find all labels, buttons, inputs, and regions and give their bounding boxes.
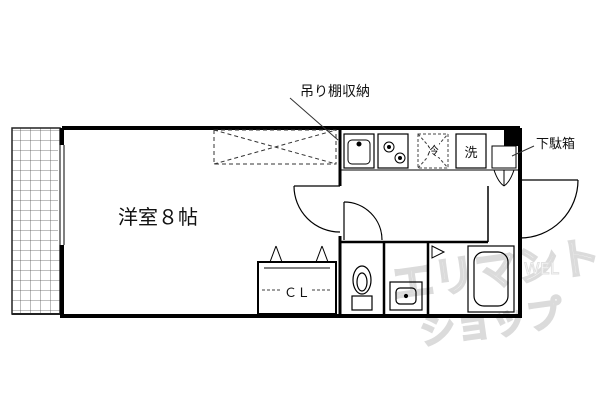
shelf-leader-line xyxy=(289,97,339,141)
balcony-window xyxy=(58,145,66,245)
toilet xyxy=(351,265,373,311)
closet xyxy=(257,245,337,315)
washer-space xyxy=(455,133,487,169)
balcony xyxy=(11,127,61,315)
storage-shelf-label: 吊り棚収納 xyxy=(300,84,370,100)
kitchen-sink xyxy=(343,133,375,169)
toilet-door xyxy=(343,201,383,241)
fridge-label: 冷 xyxy=(427,144,439,158)
hanging-shelf xyxy=(213,129,337,165)
shoe-box-label: 下駄箱 xyxy=(536,136,575,152)
pillar xyxy=(504,126,520,146)
stove xyxy=(377,133,409,169)
interior-walls xyxy=(338,128,520,316)
bath-door xyxy=(431,245,446,259)
room-door xyxy=(293,185,341,233)
closet-label: ＣＬ xyxy=(284,286,310,301)
watermark-brand-mark: WEL xyxy=(524,259,559,278)
washbasin xyxy=(389,281,423,311)
room-label: 洋室８帖 xyxy=(118,205,198,229)
shoe-box xyxy=(491,145,517,187)
watermark: エリマント ショップ WEL xyxy=(388,231,600,355)
bathtub xyxy=(467,245,515,313)
shoe-box-leader-line xyxy=(511,145,535,157)
washer-label: 洗 xyxy=(464,146,477,161)
entrance-door xyxy=(519,179,579,239)
